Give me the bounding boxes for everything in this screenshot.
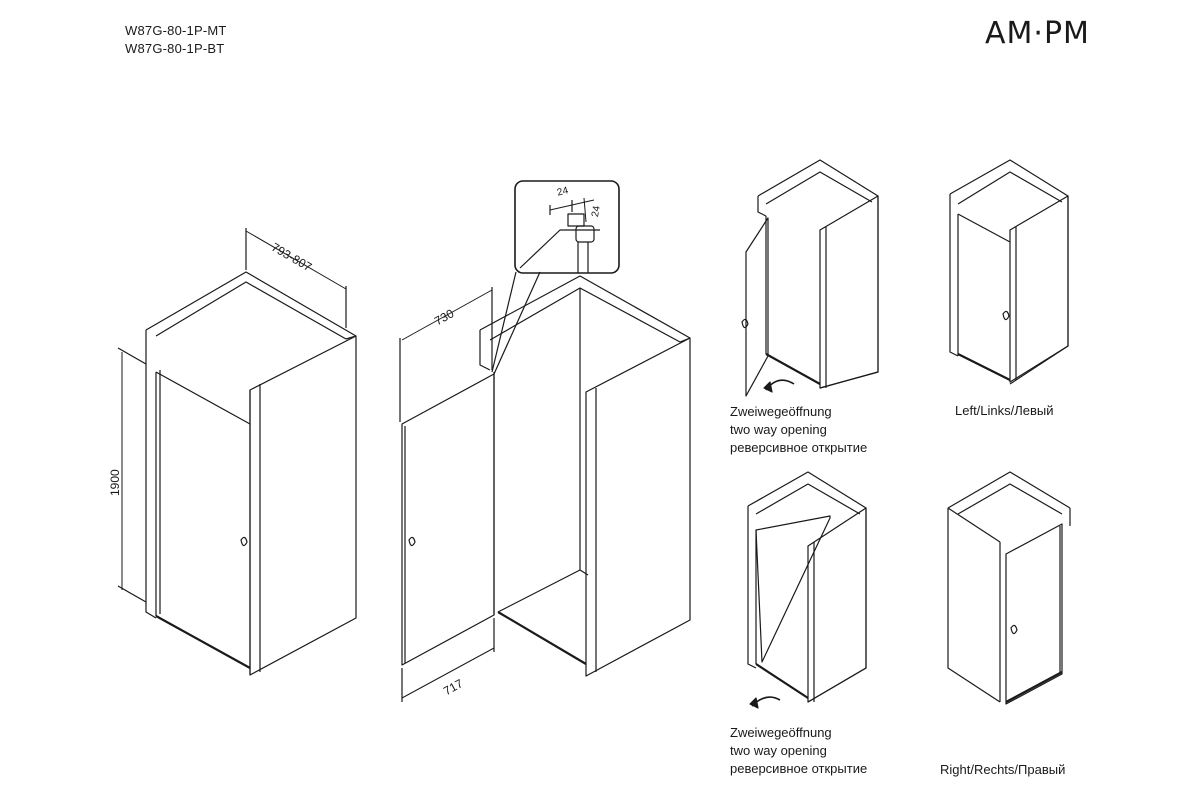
brand-logo: AM·PM — [985, 16, 1090, 51]
model-codes: W87G-80-1P-MT W87G-80-1P-BT — [125, 22, 227, 58]
model-code-2: W87G-80-1P-BT — [125, 41, 225, 56]
dim-height: 1900 — [108, 469, 122, 496]
icon-two-way-outward — [741, 159, 879, 397]
caption-left: Left/Links/Левый — [955, 403, 1054, 418]
caption-line: two way opening — [730, 743, 827, 758]
caption-line: two way opening — [730, 422, 827, 437]
caption-two-way-bottom: Zweiwegeöffnung two way opening реверсив… — [730, 724, 867, 778]
caption-line: Zweiwegeöffnung — [730, 404, 832, 419]
caption-right: Right/Rechts/Правый — [940, 762, 1066, 777]
caption-line: реверсивное открытие — [730, 761, 868, 776]
icon-two-way-inward — [747, 471, 867, 709]
enclosure-open-view — [399, 180, 691, 702]
model-code-1: W87G-80-1P-MT — [125, 23, 227, 38]
caption-line: Zweiwegeöffnung — [730, 725, 832, 740]
enclosure-closed-view — [117, 228, 357, 676]
caption-two-way-top: Zweiwegeöffnung two way opening реверсив… — [730, 403, 867, 457]
icon-left-door — [949, 159, 1069, 385]
caption-line: реверсивное открытие — [730, 440, 868, 455]
dim-profile-b: 24 — [590, 205, 603, 218]
icon-right-door — [947, 471, 1071, 705]
